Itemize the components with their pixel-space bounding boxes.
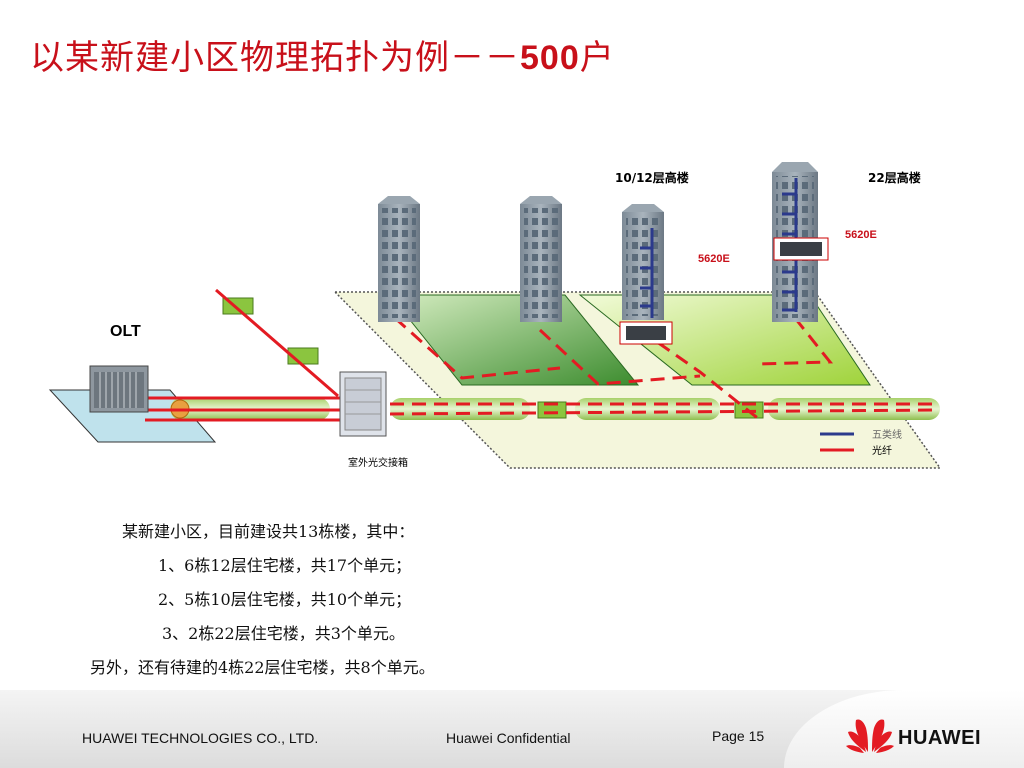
building-group-2-label: 22层高楼 [868, 170, 921, 185]
onu-device-1 [619, 321, 673, 345]
description-line-4: 3、2栋22层住宅楼，共3个单元。 [162, 624, 405, 643]
page-title: 以某新建小区物理拓扑为例－－500户 [30, 30, 615, 79]
building-1 [378, 196, 420, 322]
title-suffix: 户 [579, 38, 615, 78]
onu-label-2: 5620E [845, 229, 877, 241]
legend-fiber-label: 光纤 [872, 444, 892, 457]
footer-page: Page 15 [712, 728, 765, 744]
title-number: 500 [520, 39, 580, 77]
footer: HUAWEI TECHNOLOGIES CO., LTD. Huawei Con… [0, 690, 1024, 768]
olt-label: OLT [110, 323, 141, 340]
footer-company: HUAWEI TECHNOLOGIES CO., LTD. [82, 730, 319, 746]
olt-device [89, 365, 149, 413]
description-line-5: 另外，还有待建的4栋22层住宅楼，共8个单元。 [90, 658, 435, 677]
fiber-tube-2 [390, 398, 530, 420]
cabinet-label: 室外光交接箱 [348, 456, 408, 469]
huawei-logo-text: HUAWEI [898, 727, 981, 749]
footer-confidential: Huawei Confidential [446, 730, 571, 746]
building-3 [622, 204, 664, 320]
description-line-2: 1、6栋12层住宅楼，共17个单元； [158, 556, 412, 575]
outdoor-cabinet [339, 371, 387, 437]
legend: 五类线 光纤 [820, 428, 902, 457]
title-prefix: 以某新建小区物理拓扑为例－－ [30, 38, 520, 78]
fiber-tube-3 [575, 398, 720, 420]
fiber-tube-4 [768, 398, 940, 420]
legend-cat5-label: 五类线 [872, 428, 902, 441]
description-line-1: 某新建小区，目前建设共13栋楼，其中： [122, 522, 415, 541]
fiber-lines [145, 288, 340, 422]
huawei-logo-icon [846, 719, 894, 753]
onu-label-1: 5620E [698, 253, 730, 265]
description-line-3: 2、5栋10层住宅楼，共10个单元； [158, 590, 412, 609]
building-2 [520, 196, 562, 322]
topology-diagram: OLT 室外光交接箱 10/12层高楼 22层高楼 5620E 5620E 五类… [48, 162, 942, 469]
onu-device-2 [773, 237, 829, 261]
building-group-1-label: 10/12层高楼 [615, 170, 689, 185]
